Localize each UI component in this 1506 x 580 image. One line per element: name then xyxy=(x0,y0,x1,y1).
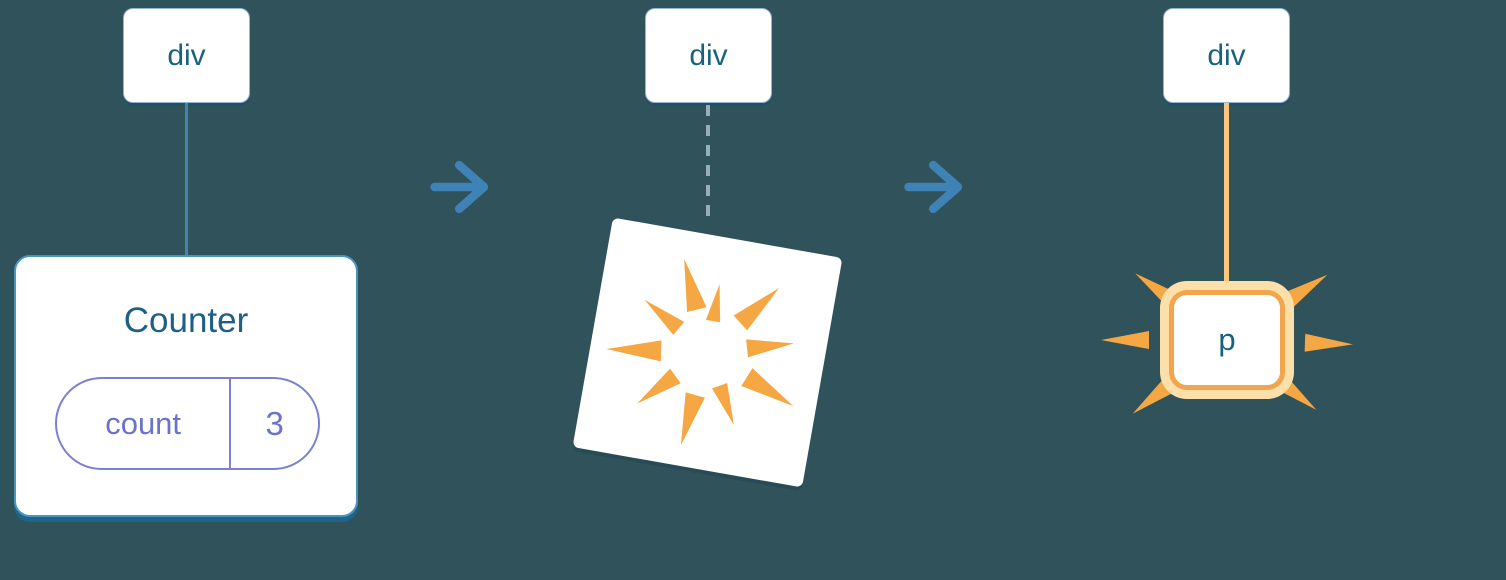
counter-component-card: Counter count 3 xyxy=(14,255,358,517)
dom-node-label: div xyxy=(689,38,728,72)
dom-node-label: div xyxy=(167,38,206,72)
dom-node-label: div xyxy=(1207,38,1246,72)
dom-node-div-2: div xyxy=(645,8,772,103)
state-key: count xyxy=(105,405,182,441)
state-pill: count 3 xyxy=(55,377,320,470)
dom-node-div-3: div xyxy=(1163,8,1290,103)
dashed-connector-line xyxy=(706,105,710,223)
right-arrow-icon xyxy=(430,160,489,214)
right-arrow-icon xyxy=(904,160,963,214)
state-value: 3 xyxy=(229,379,318,468)
dom-node-div-1: div xyxy=(123,8,250,103)
dom-node-label: p xyxy=(1218,322,1236,357)
tree-connector-line xyxy=(185,103,188,255)
orange-connector-line xyxy=(1224,103,1229,295)
dom-node-p: p xyxy=(1169,290,1285,390)
component-title: Counter xyxy=(123,301,249,340)
